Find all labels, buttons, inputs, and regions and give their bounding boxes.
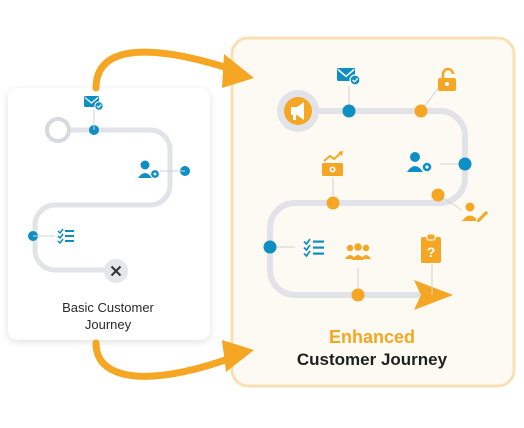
clipboard-question-icon: ?	[421, 233, 441, 263]
top-arrow	[92, 48, 244, 92]
group-icon	[345, 243, 371, 260]
user-settings-icon	[138, 160, 161, 180]
basic-journey-label: Basic Customer Journey	[8, 299, 208, 333]
enh-node-2	[414, 104, 428, 118]
svg-text:?: ?	[427, 244, 436, 260]
enh-node-4	[326, 196, 340, 210]
top-arrowhead	[222, 54, 254, 88]
bottom-arrow	[92, 339, 240, 380]
basic-label-line1: Basic Customer	[62, 300, 154, 315]
bottom-arrowhead	[222, 340, 254, 372]
enhanced-journey-path	[267, 108, 468, 298]
enh-node-3	[458, 157, 472, 171]
enh-node-1	[342, 104, 356, 118]
basic-start-node	[45, 117, 71, 143]
unlock-icon	[438, 67, 456, 91]
email-check-icon	[84, 96, 104, 111]
close-icon	[104, 259, 128, 283]
enhanced-title-line1: Enhanced	[328, 327, 416, 347]
email-check-icon	[337, 68, 361, 86]
basic-label-line2: Journey	[84, 317, 132, 332]
basic-card	[8, 88, 210, 340]
enh-node-7	[351, 288, 365, 302]
enh-node-5	[431, 188, 445, 202]
user-settings-icon	[407, 152, 433, 173]
checklist-icon	[57, 228, 74, 245]
enhanced-path-arrowhead	[414, 280, 453, 310]
enh-node-6	[263, 240, 277, 254]
growth-chart-icon	[322, 151, 343, 176]
basic-journey-path	[32, 127, 173, 273]
checklist-icon	[303, 238, 324, 258]
megaphone-icon	[284, 97, 312, 125]
user-edit-icon	[462, 202, 490, 224]
enhanced-title-line2: Customer Journey	[296, 350, 448, 369]
